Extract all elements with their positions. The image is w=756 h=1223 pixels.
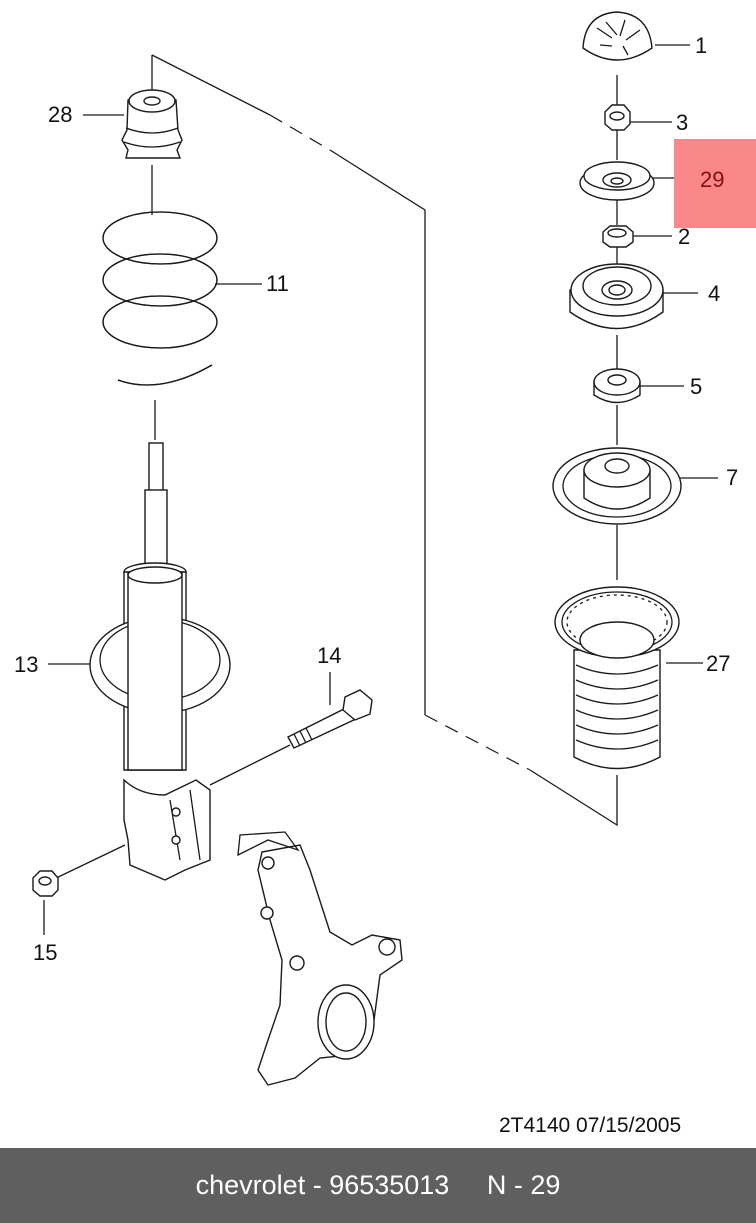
dust-cap-icon [582,11,653,61]
callout-leader-lines [43,44,718,935]
callout-28: 28 [48,102,73,127]
callout-1: 1 [695,33,708,58]
dust-boot-icon [554,586,680,770]
callout-7: 7 [726,465,739,490]
callout-15: 15 [33,940,58,965]
document-reference: 2T4140 07/15/2005 [499,1114,682,1137]
bump-stop-icon [121,89,183,159]
assembly-guide-lines [51,54,618,881]
callout-13: 13 [14,652,39,677]
spring-seat-icon [552,447,682,525]
callout-2: 2 [678,224,691,249]
coil-spring-icon [102,211,218,386]
bolt-icon [287,689,373,749]
callout-14: 14 [317,643,342,668]
callout-4: 4 [708,281,721,306]
exploded-parts-diagram [32,11,718,1086]
footer-bar: chevrolet - 96535013 N - 29 [0,1148,756,1223]
callout-27: 27 [706,651,731,676]
callout-5: 5 [690,374,703,399]
bearing-icon [593,368,641,404]
nut-icon [602,225,634,248]
highlight-box: 29 [674,139,756,228]
callout-3: 3 [676,110,689,135]
nut-icon [32,870,59,897]
footer-text: chevrolet - 96535013 N - 29 [195,1170,561,1200]
highlight-label: 29 [700,167,725,192]
washer-icon [579,161,655,201]
shock-absorber-icon [89,442,231,881]
steering-knuckle-icon [237,831,403,1086]
strut-mount-icon [569,263,664,330]
callout-11: 11 [266,271,289,296]
nut-icon [604,104,631,131]
